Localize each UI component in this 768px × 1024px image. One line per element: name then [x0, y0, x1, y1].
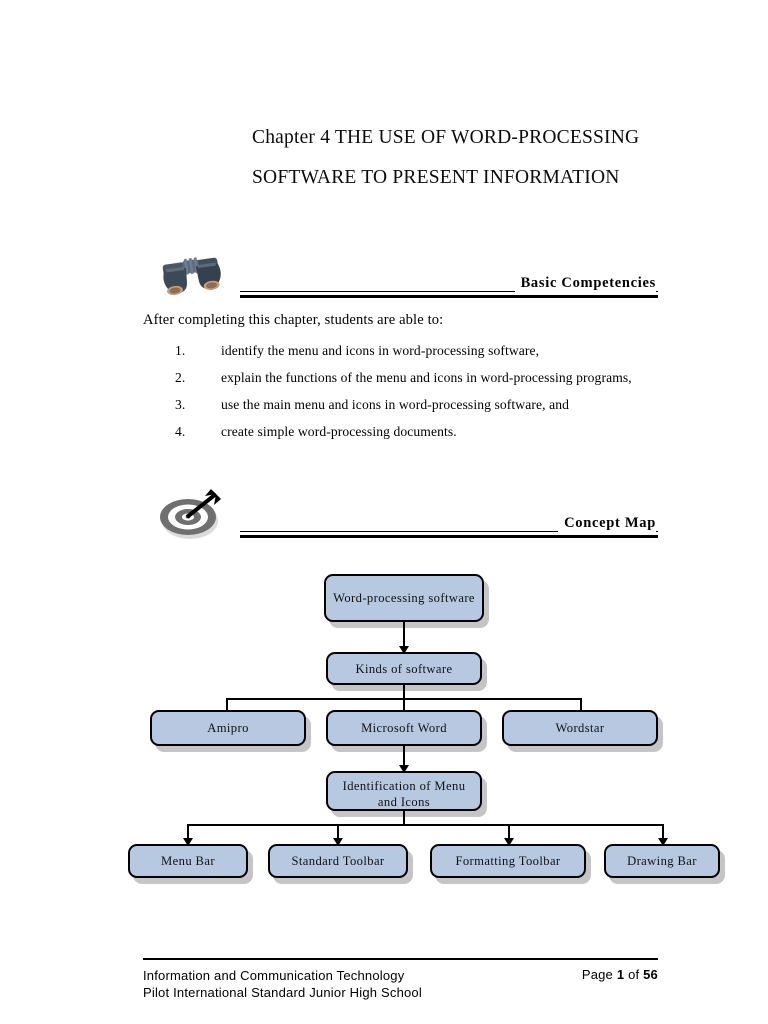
- connector: [187, 824, 663, 826]
- arrow-icon: [399, 765, 409, 773]
- footer-organization: Information and Communication Technology…: [143, 967, 422, 1001]
- concept-map-header: Concept Map: [143, 489, 658, 544]
- list-item-text: create simple word-processing documents.: [221, 424, 457, 439]
- arrow-icon: [399, 646, 409, 654]
- basic-competencies-header: Basic Competencies: [143, 257, 658, 304]
- list-item: 3. use the main menu and icons in word-p…: [175, 392, 660, 418]
- list-item: 1. identify the menu and icons in word-p…: [175, 338, 660, 364]
- node-menu-bar: Menu Bar: [128, 844, 248, 878]
- node-identification-of-menu-and-icons: Identification of Menu and Icons: [326, 771, 482, 811]
- arrow-icon: [183, 838, 193, 846]
- node-formatting-toolbar: Formatting Toolbar: [430, 844, 586, 878]
- connector: [403, 622, 405, 652]
- node-wordstar: Wordstar: [502, 710, 658, 746]
- footer-divider: [143, 958, 658, 961]
- arrow-icon: [333, 838, 343, 846]
- connector: [580, 698, 582, 720]
- connector: [403, 811, 405, 825]
- node-word-processing-software: Word-processing software: [324, 574, 484, 622]
- page-number-indicator: Page 1 of 56: [582, 967, 658, 982]
- page-of-label: of: [628, 967, 640, 982]
- competencies-list: 1. identify the menu and icons in word-p…: [175, 338, 660, 446]
- connector: [226, 698, 228, 720]
- list-item-text: identify the menu and icons in word-proc…: [221, 343, 540, 358]
- connector: [403, 685, 405, 699]
- connector: [403, 746, 405, 771]
- connector: [187, 824, 189, 846]
- page-title: Chapter 4 THE USE OF WORD-PROCESSING SOF…: [252, 127, 640, 188]
- node-amipro: Amipro: [150, 710, 306, 746]
- node-microsoft-word: Microsoft Word: [326, 710, 482, 746]
- footer-line-1: Information and Communication Technology: [143, 968, 405, 983]
- header-rules: [240, 291, 658, 298]
- list-item-text: explain the functions of the menu and ic…: [221, 370, 632, 385]
- list-item-text: use the main menu and icons in word-proc…: [221, 397, 570, 412]
- page-current: 1: [616, 967, 625, 982]
- basic-competencies-label: Basic Competencies: [514, 275, 656, 292]
- connector: [662, 824, 664, 846]
- list-item: 4. create simple word-processing documen…: [175, 419, 660, 445]
- target-arrow-icon: [157, 487, 227, 546]
- node-standard-toolbar: Standard Toolbar: [268, 844, 408, 878]
- connector: [337, 824, 339, 846]
- page-label: Page: [581, 967, 613, 982]
- page-total: 56: [643, 967, 658, 982]
- concept-map-label: Concept Map: [558, 515, 656, 532]
- node-drawing-bar: Drawing Bar: [604, 844, 720, 878]
- connector: [508, 824, 510, 846]
- node-kinds-of-software: Kinds of software: [326, 652, 482, 685]
- list-item-number: 3.: [175, 397, 186, 412]
- binoculars-icon: [159, 253, 225, 302]
- competencies-lead: After completing this chapter, students …: [143, 312, 444, 328]
- footer-line-2: Pilot International Standard Junior High…: [143, 985, 422, 1000]
- connector: [403, 698, 405, 720]
- arrow-icon: [658, 838, 668, 846]
- header-rules: [240, 531, 658, 538]
- list-item-number: 2.: [175, 370, 186, 385]
- list-item: 2. explain the functions of the menu and…: [175, 365, 660, 391]
- arrow-icon: [504, 838, 514, 846]
- list-item-number: 4.: [175, 424, 186, 439]
- concept-map-diagram: Word-processing software Kinds of softwa…: [0, 560, 768, 900]
- list-item-number: 1.: [175, 343, 186, 358]
